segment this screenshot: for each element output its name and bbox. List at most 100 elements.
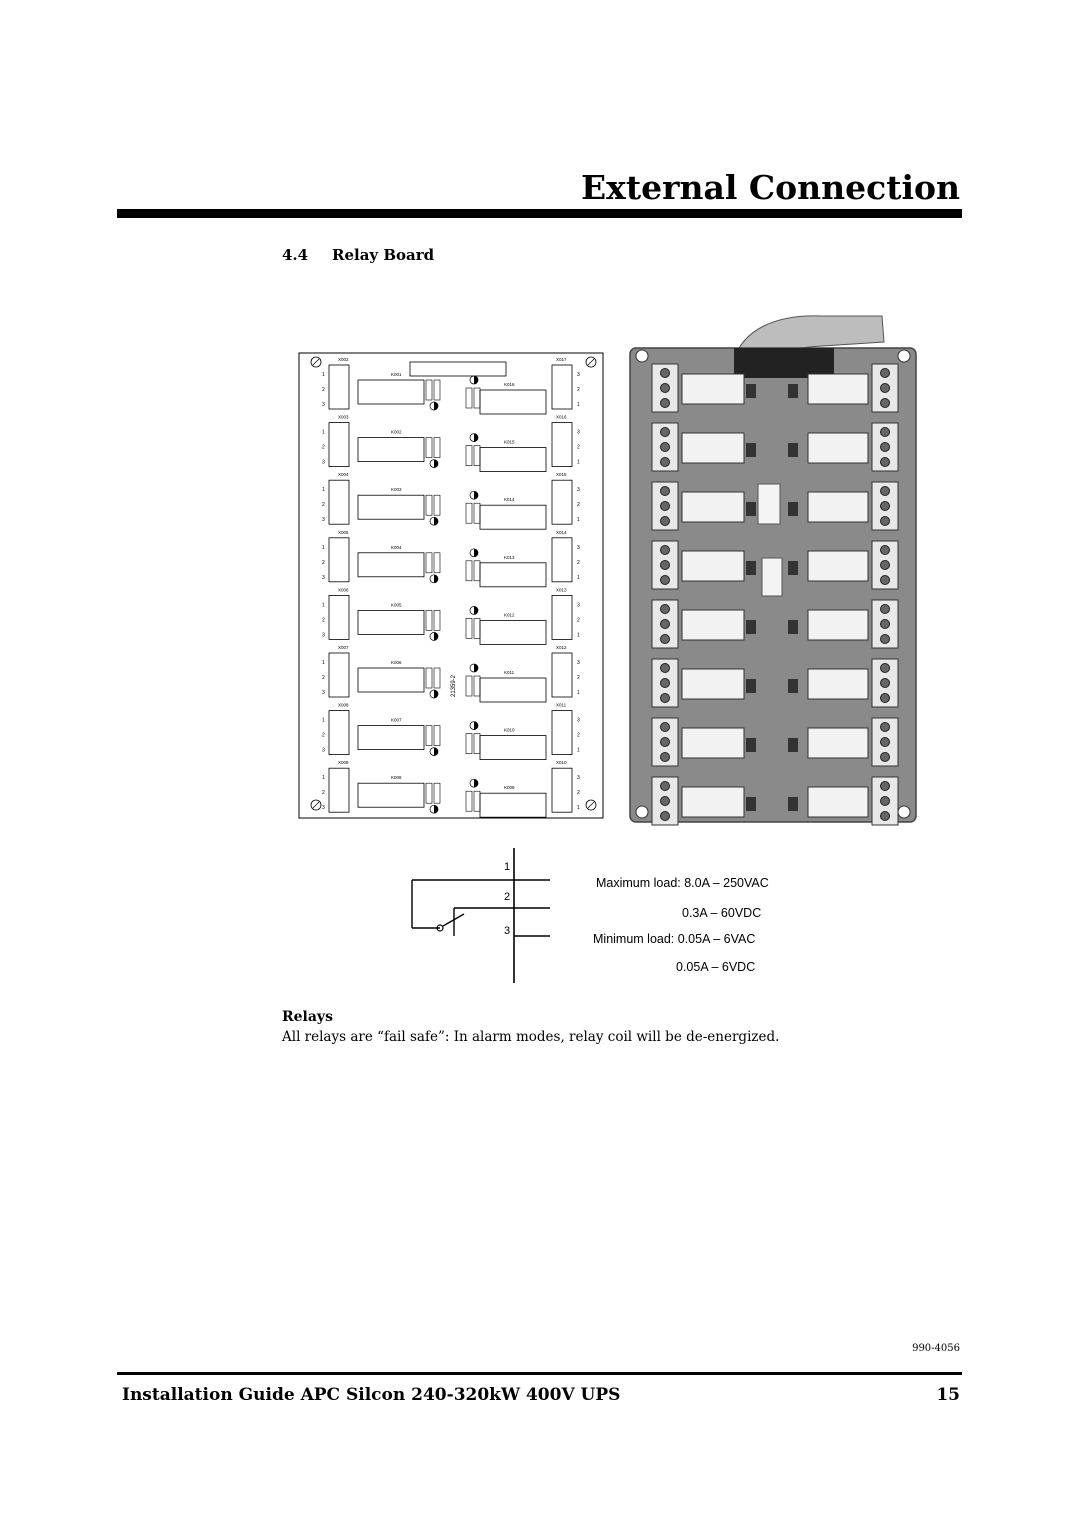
resistor [465,445,473,466]
photo-component [788,384,798,398]
photo-relay [807,609,869,641]
resistor [425,667,433,689]
section-number: 4.4 [282,246,309,264]
relay-label: K006 [391,660,402,665]
photo-sticker [761,557,783,597]
terminal-screw [880,368,890,378]
terminal-label: X007 [338,645,349,650]
terminal-screw [660,619,670,629]
relay-label: K016 [504,382,515,387]
terminal-block [551,652,573,698]
photo-sticker [757,483,781,525]
max-load-spec: Maximum load: 8.0A – 250VAC [596,876,769,890]
photo-component [746,797,756,811]
terminal-screw [880,752,890,762]
resistor [425,725,433,746]
terminal-block [551,422,573,467]
pin-label: 1 [577,748,580,754]
terminal-block [551,537,573,583]
diode [433,552,441,574]
led-fill [434,402,438,410]
terminal-block [328,652,350,698]
led-fill [434,690,438,698]
terminal-label: X003 [338,415,349,420]
terminal-screw [880,634,890,644]
relay-outline [357,725,425,751]
pin-label: 3 [322,748,325,754]
board-hole [897,349,911,363]
relay-label: K002 [391,430,402,435]
resistor [425,494,433,516]
diode [473,733,481,754]
resistor [465,560,473,582]
relay-label: K003 [391,487,402,492]
pin-label: 2 [577,502,580,508]
terminal-label: X011 [556,703,567,708]
terminal-label: X016 [556,415,567,420]
terminal-label: X012 [556,645,567,650]
terminal-block [328,767,350,813]
terminal-screw [880,737,890,747]
board-connector [734,348,834,378]
led-fill [474,433,478,442]
led-fill [474,376,478,384]
resistor [425,437,433,458]
terminal-screw [660,752,670,762]
max-load-dc-spec: 0.3A – 60VDC [682,906,762,920]
mounting-hole [585,799,597,811]
photo-component [788,443,798,457]
led-fill [474,779,478,788]
relay-label: K007 [391,718,402,723]
relay-label: K001 [391,372,402,377]
led-fill [474,664,478,672]
terminal-block [328,479,350,525]
terminal-block [328,422,350,467]
led-fill [434,517,438,526]
pin-label: 3 [322,460,325,466]
terminal-screw [660,604,670,614]
terminal-block [551,710,573,756]
pin-label: 1 [577,690,580,696]
led-fill [434,632,438,641]
min-load-spec: Minimum load: 0.05A – 6VAC [593,932,756,946]
document-number: 990-4056 [912,1343,960,1354]
led-fill [434,747,438,756]
photo-relay [681,373,745,405]
diode [433,725,441,746]
diode [433,667,441,689]
pin-label: 1 [322,602,325,608]
terminal-label: X013 [556,587,567,592]
relay-label: K005 [391,602,402,607]
terminal-screw [660,560,670,570]
section-heading: 4.4 Relay Board [282,246,434,264]
photo-component [746,561,756,575]
terminal-label: X009 [338,760,349,765]
terminal-block [328,710,350,756]
photo-component [788,679,798,693]
relays-heading: Relays [282,1009,333,1025]
photo-component [788,738,798,752]
contact-pin-label: 1 [504,861,510,873]
pin-label: 3 [322,805,325,811]
resistor [465,675,473,697]
photo-relay [681,432,745,464]
terminal-label: X010 [556,760,567,765]
page-title: External Connection [581,168,960,207]
relay-outline [479,619,547,645]
relay-outline [479,504,547,530]
relay-outline [357,494,425,520]
terminal-screw [880,442,890,452]
section-title: Relay Board [332,246,435,264]
resistor [465,733,473,754]
mounting-hole-slot [587,358,595,366]
terminal-block [551,479,573,525]
terminal-screw [880,560,890,570]
relay-outline [357,609,425,635]
diode [473,675,481,697]
terminal-label: X008 [338,703,349,708]
photo-relay [807,550,869,582]
pin-label: 3 [577,718,580,724]
relay-label: K009 [504,785,515,790]
terminal-label: X014 [556,530,567,535]
terminal-block [328,537,350,583]
